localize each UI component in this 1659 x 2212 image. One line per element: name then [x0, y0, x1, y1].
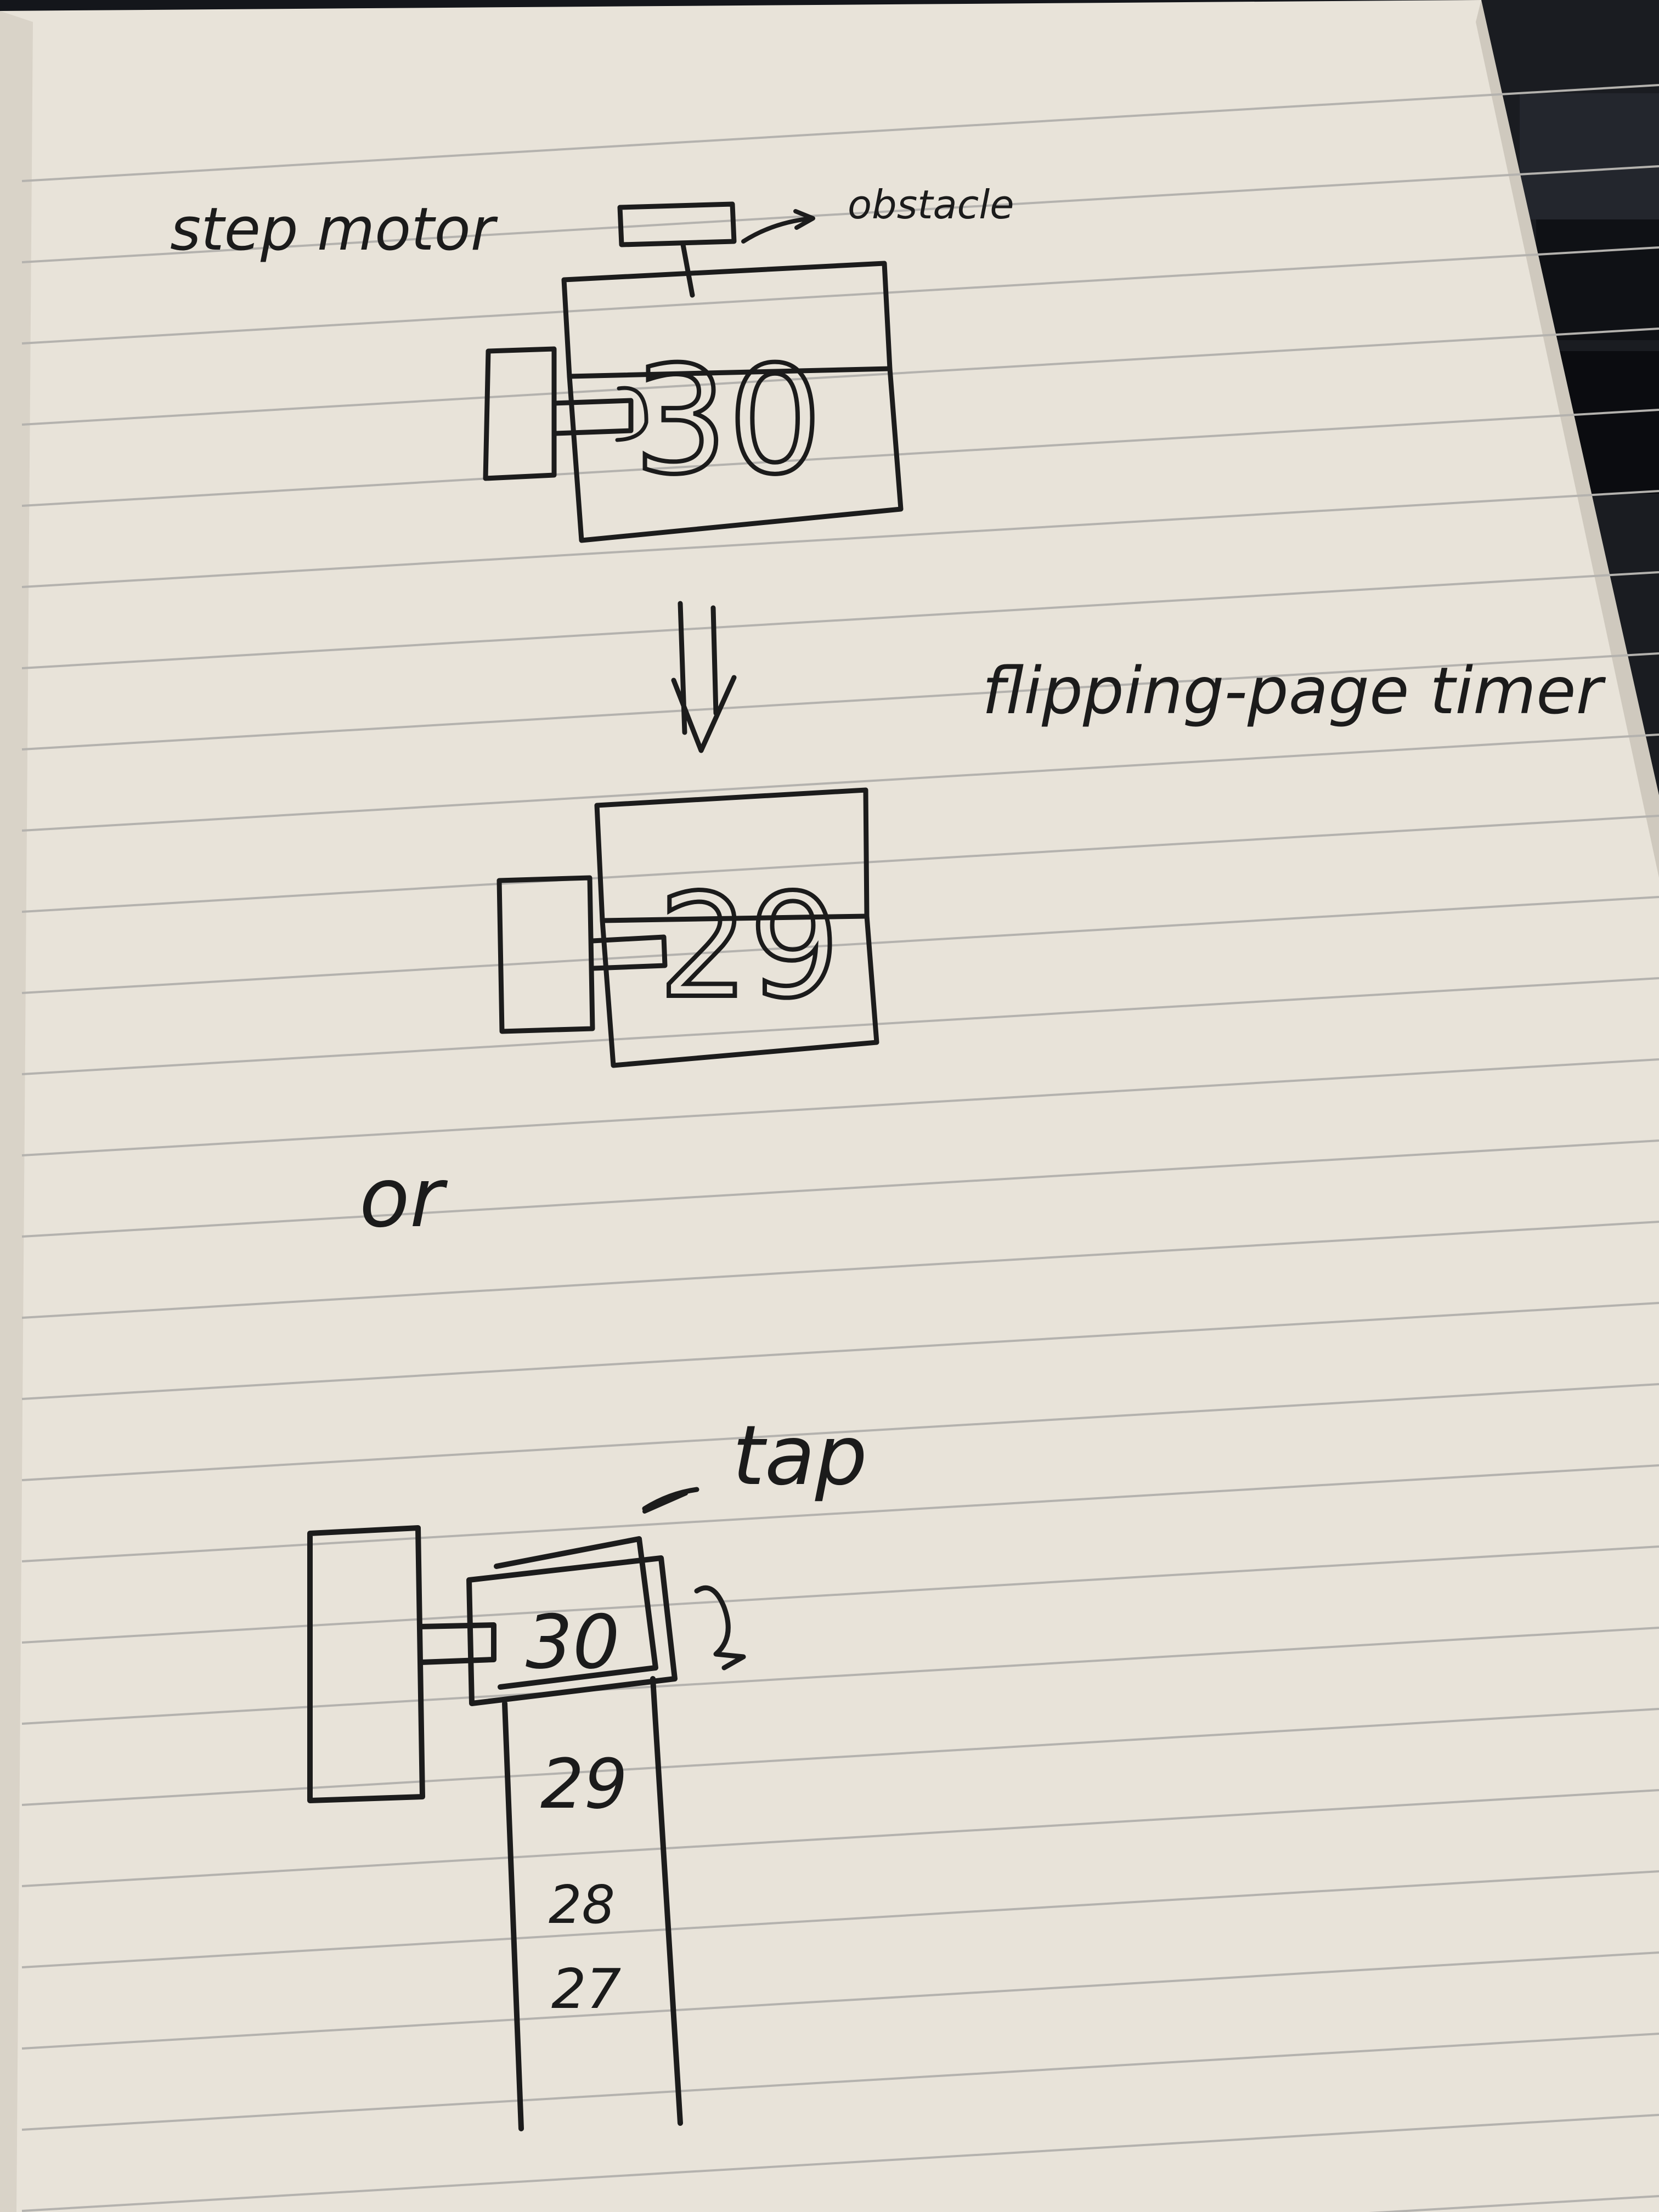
- flip-number-30: 30: [634, 334, 822, 507]
- flip-clock-30-drawing: [483, 261, 904, 543]
- down-arrow: [671, 601, 737, 753]
- ruled-line: [21, 1870, 1659, 1968]
- roll-number-29: 29: [540, 1745, 628, 1824]
- ruled-line: [21, 652, 1659, 751]
- ruled-line: [21, 571, 1659, 669]
- ruled-line: [21, 490, 1659, 588]
- flip-number-29: 29: [658, 864, 840, 1030]
- ruled-line: [21, 1221, 1659, 1319]
- obstacle-drawing: [617, 201, 815, 298]
- roll-number-27: 27: [551, 1957, 621, 2021]
- or-label: or: [359, 1150, 448, 1246]
- ruled-line: [21, 1951, 1659, 2050]
- ruled-line: [21, 1708, 1659, 1806]
- ruled-line: [21, 2114, 1659, 2212]
- ruled-line: [21, 1302, 1659, 1400]
- ruled-lines: [21, 84, 1659, 2212]
- ruled-line: [21, 977, 1659, 1075]
- ruled-line: [21, 165, 1659, 263]
- ruled-line: [21, 815, 1659, 913]
- roll-number-30: 30: [526, 1599, 620, 1685]
- tape-roll-drawing: [307, 1487, 746, 2131]
- flip-clock-29-drawing: [496, 787, 879, 1068]
- ruled-line: [21, 84, 1659, 182]
- step-motor-label: step motor: [170, 195, 498, 264]
- ruled-line: [21, 1139, 1659, 1238]
- ruled-line: [21, 328, 1659, 426]
- ruled-line: [21, 1545, 1659, 1644]
- ruled-line: [21, 2033, 1659, 2131]
- tap-label: tap: [732, 1408, 867, 1504]
- ruled-line: [21, 1789, 1659, 1887]
- title-flipping-page-timer: flipping-page timer: [982, 653, 1606, 729]
- ruled-line: [21, 1464, 1659, 1562]
- ruled-line: [21, 733, 1659, 832]
- ruled-line: [21, 1383, 1659, 1481]
- roll-number-28: 28: [549, 1875, 615, 1936]
- obstacle-label: obstacle: [848, 182, 1014, 228]
- ruled-line: [21, 1058, 1659, 1156]
- ruled-line: [21, 896, 1659, 994]
- ruled-line: [21, 1627, 1659, 1725]
- ruled-line: [21, 409, 1659, 507]
- ruled-line: [21, 246, 1659, 345]
